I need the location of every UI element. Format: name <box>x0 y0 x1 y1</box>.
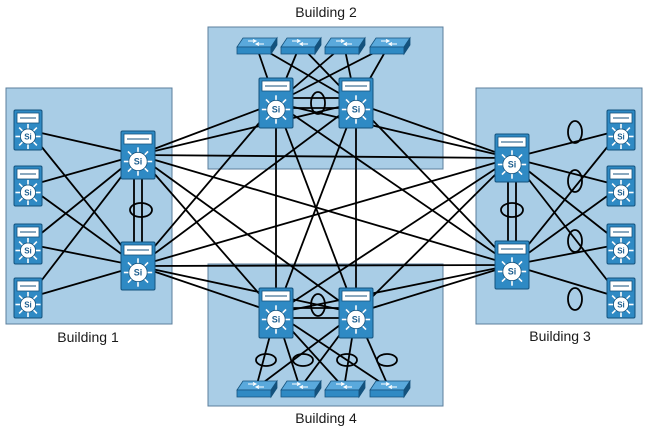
backbone-link <box>137 102 277 267</box>
workgroup-switch-icon <box>369 379 411 399</box>
multilayer-switch-icon: Si <box>494 133 530 183</box>
workgroup-uplink <box>275 44 390 104</box>
switch-glyph: Si <box>617 246 625 255</box>
workgroup-switch-icon <box>236 36 278 56</box>
etherchannel-ring-icon <box>567 120 583 144</box>
switch-glyph: Si <box>134 268 143 278</box>
backbone-link <box>137 102 357 156</box>
etherchannel-rings <box>129 91 583 367</box>
switch-glyph: Si <box>24 246 32 255</box>
multilayer-switch-icon: Si <box>338 77 374 129</box>
access-uplink <box>511 129 622 266</box>
multilayer-switch-icon: Si <box>13 165 43 207</box>
multilayer-switch-icon: Si <box>13 223 43 265</box>
switch-glyph: Si <box>508 160 517 170</box>
backbone-link <box>355 102 513 266</box>
workgroup-switch-icon <box>280 36 322 56</box>
backbone-link <box>355 157 513 314</box>
switch-glyph: Si <box>617 132 625 141</box>
backbone-link <box>275 157 513 314</box>
etherchannel-ring-icon <box>310 91 326 115</box>
workgroup-switch-icon <box>324 36 366 56</box>
multilayer-switch-icon: Si <box>606 277 636 319</box>
backbone-link <box>137 265 277 314</box>
building-1-label: Building 1 <box>57 329 119 345</box>
network-links <box>27 44 622 389</box>
multilayer-switch-icon: Si <box>606 109 636 151</box>
etherchannel-ring-icon <box>567 169 583 193</box>
etherchannel-ring-icon <box>500 202 524 218</box>
multilayer-switch-icon: Si <box>13 109 43 151</box>
etherchannel-ring-icon <box>129 202 153 218</box>
backbone-link <box>137 154 513 266</box>
switch-glyph: Si <box>24 300 32 309</box>
backbone-link <box>137 102 357 267</box>
backbone-link <box>275 102 513 266</box>
workgroup-switch-icon <box>280 379 322 399</box>
etherchannel-ring-icon <box>376 353 398 367</box>
access-uplink <box>27 154 139 299</box>
etherchannel-ring-icon <box>567 287 583 311</box>
backbone-link <box>137 264 513 267</box>
access-uplink <box>511 243 622 266</box>
switch-glyph: Si <box>352 315 361 325</box>
building-2-label: Building 2 <box>295 4 357 20</box>
workgroup-switch-icon <box>369 36 411 56</box>
access-uplink <box>27 129 139 267</box>
backbone-link <box>137 154 277 314</box>
etherchannel-ring-icon <box>255 353 277 367</box>
backbone-link <box>275 102 357 314</box>
access-uplink <box>511 264 622 299</box>
multilayer-switch-icon: Si <box>120 241 156 291</box>
building-labels: Building 1 Building 2 Building 3 Buildin… <box>57 4 591 426</box>
backbone-link <box>355 102 513 159</box>
building-3-label: Building 3 <box>529 328 591 344</box>
multilayer-switch-icon: Si <box>120 130 156 180</box>
switch-glyph: Si <box>272 105 281 115</box>
workgroup-uplink <box>275 312 390 389</box>
switch-glyph: Si <box>617 188 625 197</box>
workgroup-switch-icon <box>236 379 278 399</box>
switch-glyph: Si <box>24 188 32 197</box>
access-uplink <box>511 185 622 266</box>
workgroup-switch-icon <box>324 379 366 399</box>
multilayer-switch-icon: Si <box>258 287 294 339</box>
access-uplink <box>27 154 139 187</box>
backbone-link <box>137 154 513 159</box>
access-uplink <box>511 129 622 159</box>
switch-glyph: Si <box>352 105 361 115</box>
multilayer-switch-icon: Si <box>606 223 636 265</box>
etherchannel-ring-icon <box>336 353 358 367</box>
backbone-link <box>137 102 277 156</box>
switch-glyph: Si <box>134 157 143 167</box>
access-uplink <box>27 129 139 156</box>
backbone-link <box>355 264 513 314</box>
multilayer-switch-icon: Si <box>606 165 636 207</box>
backbone-link <box>137 157 513 267</box>
access-uplink <box>27 265 139 299</box>
access-uplink <box>27 243 139 267</box>
access-uplink <box>27 154 139 245</box>
etherchannel-ring-icon <box>567 229 583 253</box>
multilayer-switch-icon: Si <box>338 287 374 339</box>
access-uplink <box>511 157 622 187</box>
access-uplink <box>511 157 622 245</box>
multilayer-switch-icon: Si <box>258 77 294 129</box>
switch-glyph: Si <box>617 300 625 309</box>
backbone-link <box>275 264 513 314</box>
switch-glyph: Si <box>272 315 281 325</box>
etherchannel-ring-icon <box>292 353 314 367</box>
backbone-link <box>137 265 357 314</box>
switch-glyph: Si <box>508 267 517 277</box>
switch-glyph: Si <box>24 132 32 141</box>
etherchannel-ring-icon <box>310 293 326 317</box>
building-4-label: Building 4 <box>295 410 357 426</box>
access-uplink <box>511 157 622 299</box>
multilayer-switch-icon: Si <box>494 240 530 290</box>
multilayer-switch-icon: Si <box>13 277 43 319</box>
